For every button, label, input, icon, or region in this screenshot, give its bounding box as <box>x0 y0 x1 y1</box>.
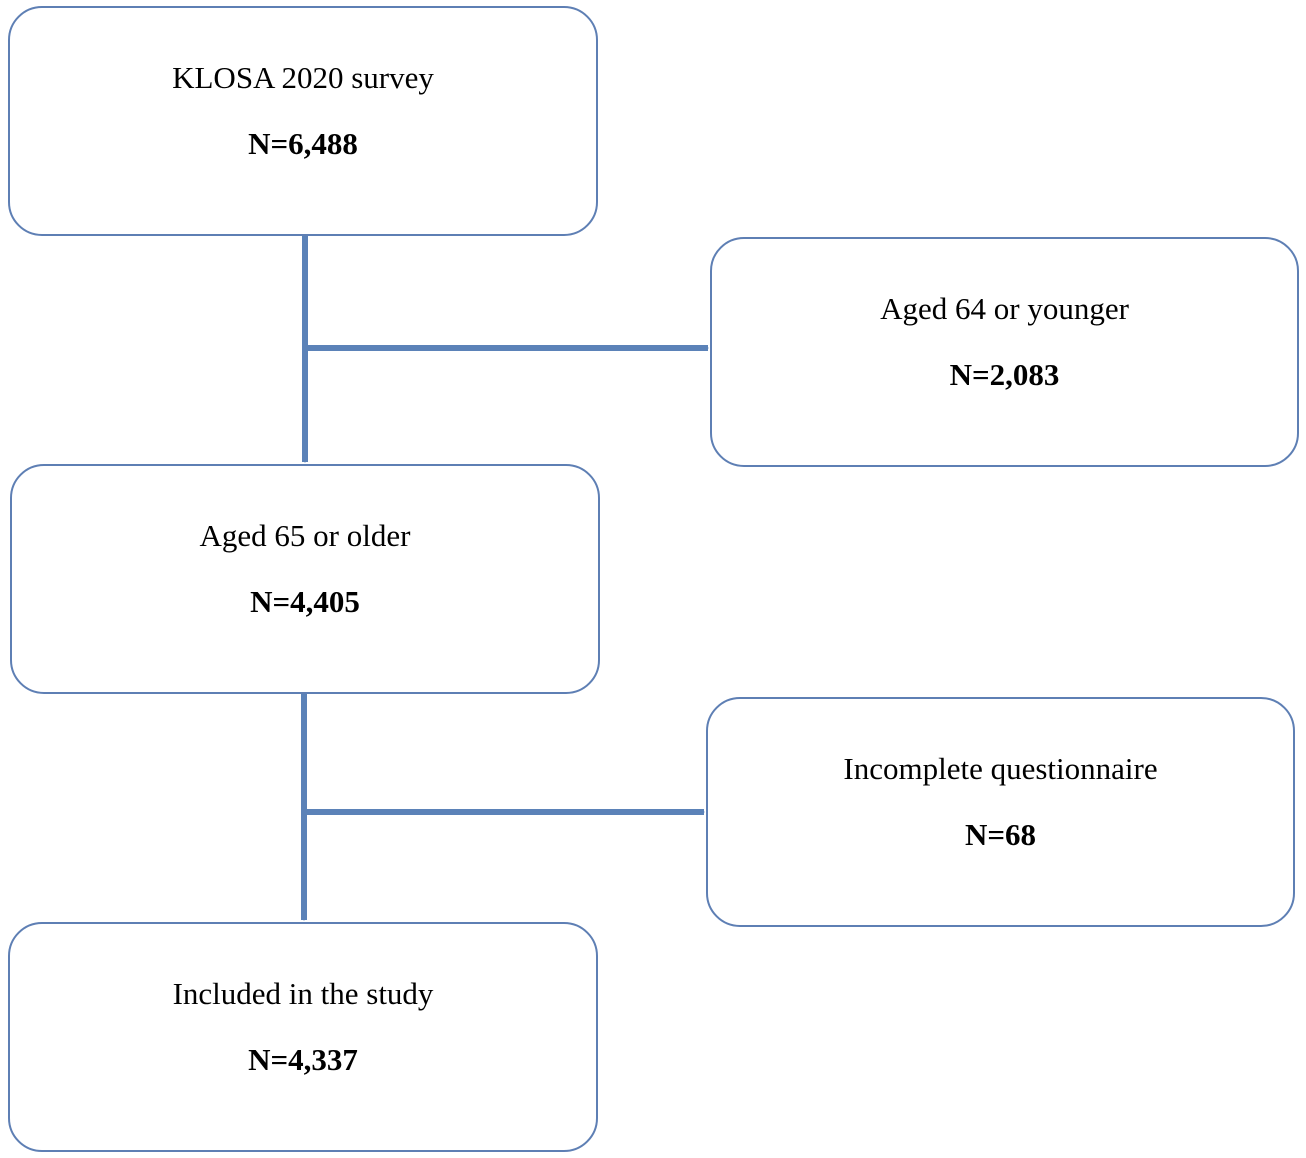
box-aged-64-or-younger: Aged 64 or younger N=2,083 <box>710 237 1299 467</box>
box-incomplete-questionnaire: Incomplete questionnaire N=68 <box>706 697 1295 927</box>
box-count: N=2,083 <box>949 357 1060 392</box>
box-included-in-the-study: Included in the study N=4,337 <box>8 922 598 1152</box>
box-count: N=6,488 <box>248 126 358 161</box>
box-count: N=4,337 <box>248 1042 358 1077</box>
box-count: N=4,405 <box>250 584 360 619</box>
box-label: Incomplete questionnaire <box>843 751 1158 786</box>
box-label: Aged 65 or older <box>199 518 411 553</box>
box-aged-65-or-older: Aged 65 or older N=4,405 <box>10 464 600 694</box>
box-label: Aged 64 or younger <box>880 291 1129 326</box>
box-label: KLOSA 2020 survey <box>172 60 434 95</box>
box-label: Included in the study <box>172 976 434 1011</box>
box-count: N=68 <box>964 817 1037 852</box>
box-klosa-2020-survey: KLOSA 2020 survey N=6,488 <box>8 6 598 236</box>
